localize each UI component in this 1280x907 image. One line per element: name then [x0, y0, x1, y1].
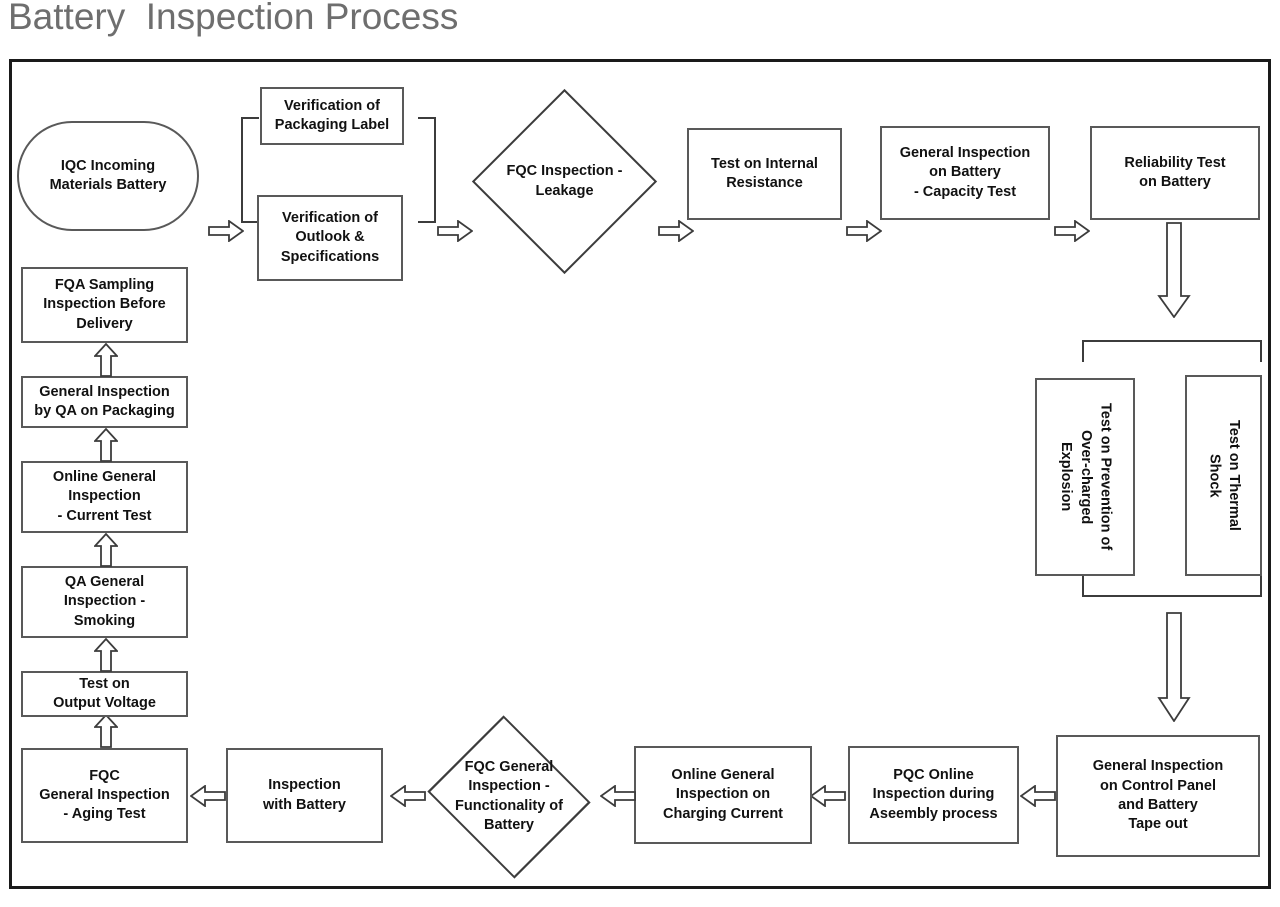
node-iqc-incoming-materials-battery[interactable]: IQC Incoming Materials Battery [17, 121, 199, 231]
node-fqc-general-inspection-functionality-of-battery[interactable]: FQC General Inspection - Functionality o… [416, 714, 602, 879]
node-online-general-inspection-current-test[interactable]: Online General Inspection - Current Test [21, 461, 188, 533]
arrow-right-capacity-to-reliability [1054, 220, 1090, 242]
arrow-left-fqc-functionality-to-inspection-with-battery [390, 785, 426, 807]
page-title: Battery Inspection Process [8, 0, 459, 37]
arrow-up-qa-smoking-to-current-test [94, 533, 118, 567]
node-general-inspection-by-qa-on-packaging[interactable]: General Inspection by QA on Packaging [21, 376, 188, 428]
node-reliability-test-on-battery[interactable]: Reliability Test on Battery [1090, 126, 1260, 220]
arrow-up-qa-packaging-to-fqa-sampling [94, 343, 118, 377]
bracket-verification-left [241, 117, 259, 223]
bracket-verification-right [418, 117, 436, 223]
decision-label: FQC General Inspection - Functionality o… [455, 758, 563, 833]
node-verification-of-outlook-specifications[interactable]: Verification of Outlook & Specifications [257, 195, 403, 281]
node-inspection-with-battery[interactable]: Inspection with Battery [226, 748, 383, 843]
node-fqc-general-inspection-aging-test[interactable]: FQC General Inspection - Aging Test [21, 748, 188, 843]
arrow-right-leakage-to-internal-resistance [658, 220, 694, 242]
node-general-inspection-on-battery-capacity-test[interactable]: General Inspection on Battery - Capacity… [880, 126, 1050, 220]
node-test-on-output-voltage[interactable]: Test on Output Voltage [21, 671, 188, 717]
node-fqc-inspection-leakage[interactable]: FQC Inspection - Leakage [471, 83, 658, 280]
arrow-right-internal-resistance-to-capacity [846, 220, 882, 242]
node-fqa-sampling-inspection-before-delivery[interactable]: FQA Sampling Inspection Before Delivery [21, 267, 188, 343]
arrow-left-control-panel-to-pqc [1020, 785, 1056, 807]
arrow-up-current-test-to-qa-packaging [94, 428, 118, 462]
node-test-on-thermal-shock[interactable]: Test on Thermal Shock [1185, 375, 1262, 576]
node-online-general-inspection-on-charging-current[interactable]: Online General Inspection on Charging Cu… [634, 746, 812, 844]
decision-label: FQC Inspection - Leakage [506, 163, 623, 199]
arrow-down-reliability-to-reliability-group [1157, 222, 1191, 318]
arrow-right-iqc-to-verification [208, 220, 244, 242]
arrow-up-output-voltage-to-qa-smoking [94, 638, 118, 672]
arrow-left-pqc-to-charging-current [810, 785, 846, 807]
node-pqc-online-inspection-during-assembly-process[interactable]: PQC Online Inspection during Aseembly pr… [848, 746, 1019, 844]
node-general-inspection-on-control-panel-and-battery-tape-out[interactable]: General Inspection on Control Panel and … [1056, 735, 1260, 857]
node-test-on-prevention-of-overcharged-explosion[interactable]: Test on Prevention of Over-charged Explo… [1035, 378, 1135, 576]
arrow-right-verification-to-fqc-leakage [437, 220, 473, 242]
arrow-up-fqc-aging-to-output-voltage [94, 714, 118, 748]
arrow-left-inspection-with-battery-to-fqc-aging [190, 785, 226, 807]
node-qa-general-inspection-smoking[interactable]: QA General Inspection - Smoking [21, 566, 188, 638]
arrow-left-charging-current-to-fqc-functionality [600, 785, 636, 807]
bracket-reliability-group-bottom [1082, 575, 1262, 597]
arrow-down-reliability-group-to-control-panel [1157, 612, 1191, 722]
diagram-frame: IQC Incoming Materials Battery Verificat… [9, 59, 1271, 889]
bracket-reliability-group-top [1082, 340, 1262, 362]
node-verification-of-packaging-label[interactable]: Verification of Packaging Label [260, 87, 404, 145]
node-test-on-internal-resistance[interactable]: Test on Internal Resistance [687, 128, 842, 220]
